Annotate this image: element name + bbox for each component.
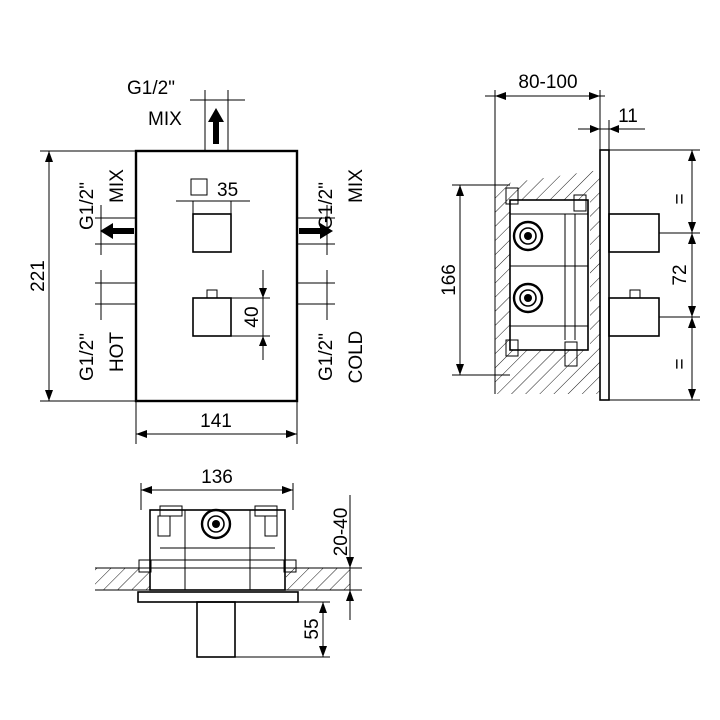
top-outlet-arrow-icon	[208, 108, 224, 144]
lower-square-handle	[192, 297, 232, 337]
cold-inlet-thread: G1/2"	[316, 333, 337, 381]
upper-port-icon	[512, 220, 544, 252]
front-cover-plate	[134, 149, 299, 403]
top-view: 136 20-40 55	[95, 467, 362, 658]
top-depth-label: 20-40	[331, 508, 352, 557]
knob-spacing-label: 72	[670, 264, 691, 285]
right-outlet-name: MIX	[346, 169, 367, 203]
front-height-label: 221	[28, 260, 49, 292]
upper-square-handle	[192, 213, 232, 253]
side-cover-plate	[599, 149, 610, 401]
hot-inlet-name: HOT	[107, 332, 128, 373]
side-height-label: 166	[439, 264, 460, 296]
valve-body	[509, 199, 589, 351]
lower-handle-stem	[206, 289, 218, 299]
hot-inlet-thread: G1/2"	[77, 333, 98, 381]
lower-port-icon	[512, 282, 544, 314]
top-cover-plate	[137, 591, 299, 603]
plate-thickness-label: 11	[618, 106, 638, 127]
left-outlet-name: MIX	[107, 169, 128, 203]
equal-mark-top: =	[670, 193, 691, 204]
left-outlet-thread: G1/2"	[77, 182, 98, 230]
front-width-label: 141	[200, 411, 232, 432]
cold-inlet-name: COLD	[346, 331, 367, 384]
side-depth-label: 80-100	[518, 72, 577, 93]
top-width-label: 136	[201, 467, 233, 488]
front-view: 35 40 G1/2" MIX G1/2" MIX G1/2" MIX	[28, 78, 367, 444]
square-size-label: 35	[217, 180, 238, 201]
right-outlet-arrow-icon	[299, 223, 333, 239]
top-knob	[196, 601, 236, 658]
upper-knob	[608, 213, 660, 253]
left-outlet-arrow-icon	[100, 223, 134, 239]
knob-projection-label: 55	[302, 618, 323, 639]
side-view: 80-100 11 166 = 72 =	[439, 72, 700, 401]
knob-height-label: 40	[242, 306, 263, 327]
top-outlet-thread: G1/2"	[127, 78, 175, 99]
lower-knob	[608, 297, 660, 337]
equal-mark-bottom: =	[670, 358, 691, 369]
square-symbol-icon	[190, 178, 208, 196]
top-port-icon	[200, 508, 232, 540]
top-outlet-name: MIX	[148, 109, 182, 130]
